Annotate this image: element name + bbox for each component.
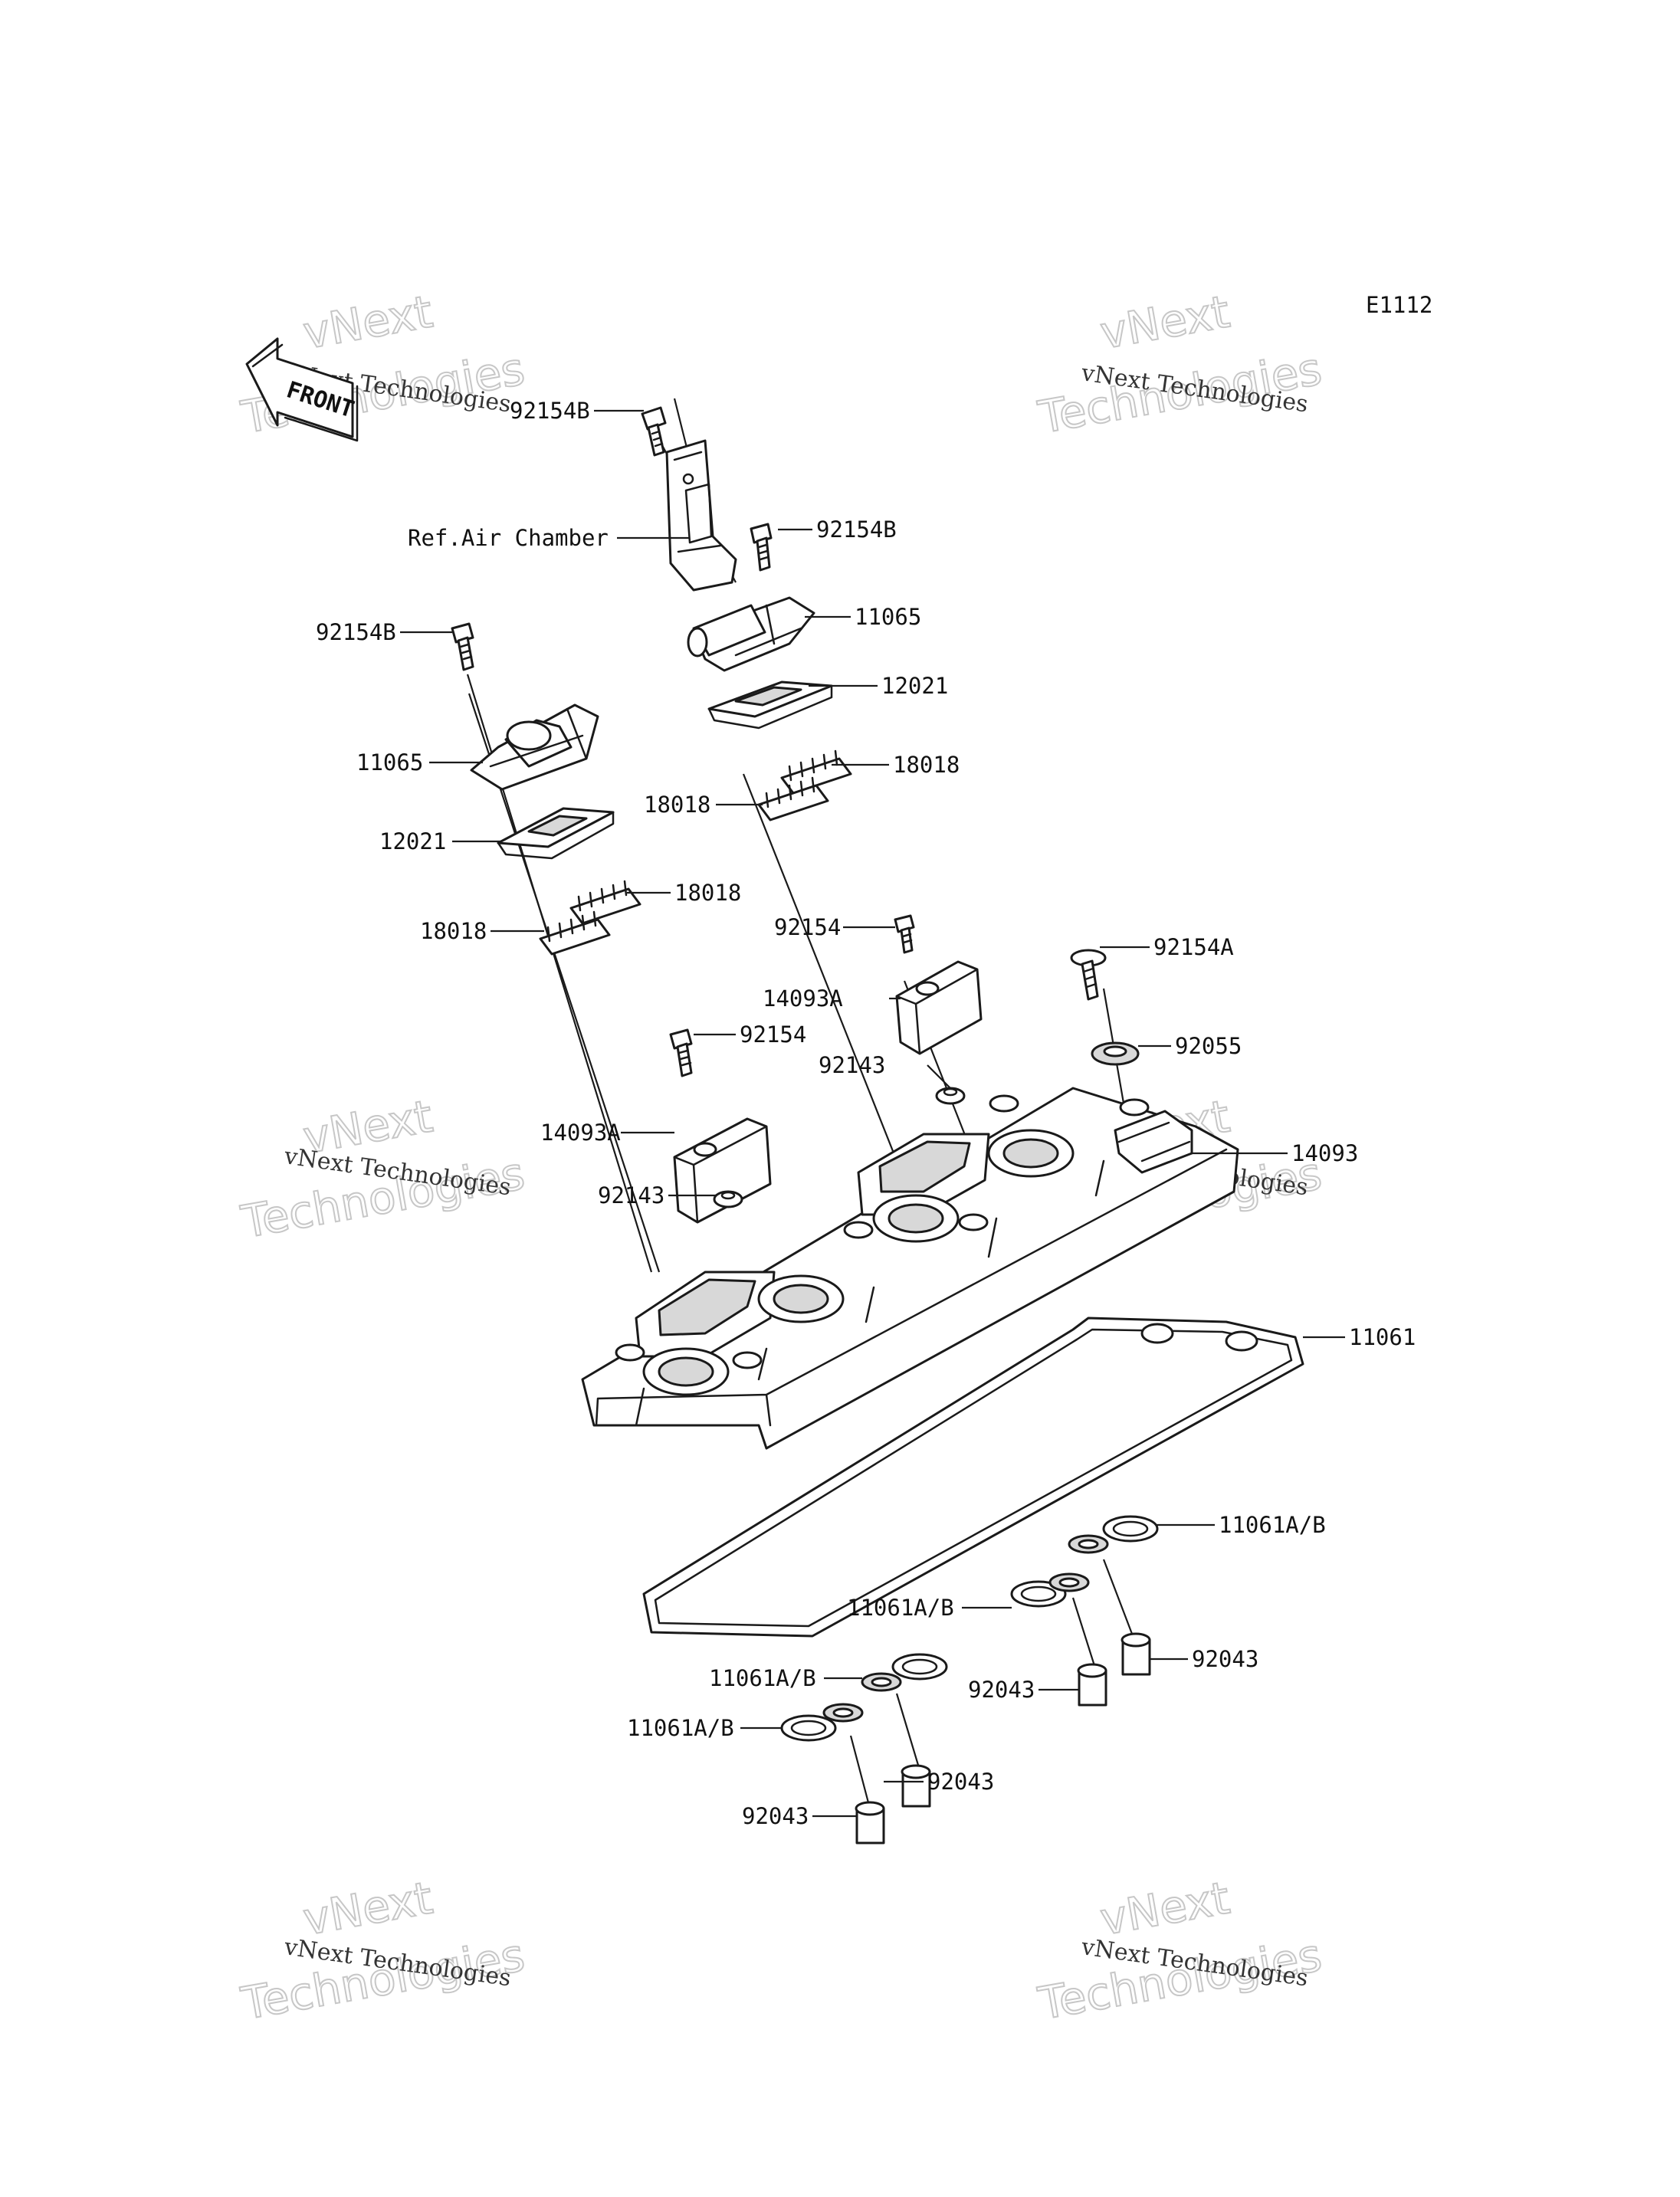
reed-cover-11065-left: [470, 703, 599, 791]
seal-11061AB-4: [780, 1703, 864, 1742]
callout-92154A: 92154A: [1153, 934, 1234, 960]
watermark-bottom-left: vNext Technologies vNext Technologies: [237, 1871, 530, 2031]
callout-11061AB-1: 11061A/B: [1219, 1512, 1326, 1538]
callout-11061: 11061: [1349, 1324, 1416, 1350]
reed-cover-11065-right: [687, 596, 815, 672]
callout-92043-4: 92043: [742, 1803, 809, 1829]
callout-12021-left: 12021: [379, 828, 446, 854]
grommet-92143-right: [935, 1087, 966, 1105]
bolt-92154B-mid: [750, 523, 773, 572]
washer-92055: [1091, 1041, 1140, 1066]
seal-11061AB-2: [1010, 1572, 1090, 1608]
diagram-code: E1112: [1366, 292, 1432, 318]
callout-11065-left: 11065: [356, 749, 423, 776]
watermark-top-right: vNext Technologies vNext Technologies: [1034, 284, 1327, 444]
head-cover-gasket-11061: [642, 1317, 1304, 1638]
callout-11061AB-2: 11061A/B: [847, 1595, 954, 1621]
watermark-big-line1: vNext: [300, 285, 437, 359]
callout-92043-3: 92043: [927, 1769, 994, 1795]
bolt-92154B-top: [641, 406, 667, 457]
bolt-92154B-left: [451, 622, 474, 671]
cap-14093A-right: [895, 960, 983, 1055]
callout-92154-right: 92154: [774, 914, 841, 940]
callout-92143-right: 92143: [819, 1052, 885, 1078]
callout-92043-2: 92043: [968, 1677, 1035, 1703]
callout-11065-right: 11065: [855, 604, 921, 630]
front-arrow-icon: FRONT: [245, 337, 359, 442]
gasket-12021-left: [497, 807, 615, 860]
callout-ref-air-chamber: Ref.Air Chamber: [408, 525, 609, 551]
callout-18018-right-upper: 18018: [893, 752, 960, 778]
seal-11061AB-3: [861, 1653, 948, 1692]
dowel-92043-2: [1077, 1663, 1107, 1707]
callout-11061AB-3: 11061A/B: [709, 1665, 816, 1691]
bolt-92154A: [1070, 949, 1107, 1001]
callout-14093A-left: 14093A: [540, 1120, 621, 1146]
watermark-bottom-right: vNext Technologies vNext Technologies: [1034, 1871, 1327, 2031]
callout-92043-1: 92043: [1192, 1646, 1258, 1672]
callout-92154B-left: 92154B: [316, 619, 396, 645]
callout-18018-left-upper: 18018: [674, 880, 741, 906]
watermark-mid-left: vNext Technologies vNext Technologies: [237, 1089, 530, 1249]
dowel-92043-1: [1121, 1632, 1151, 1676]
callout-92143-left: 92143: [598, 1182, 664, 1208]
gasket-12021-right: [707, 680, 833, 730]
callout-leaders: [400, 409, 1345, 1818]
callout-12021-right: 12021: [881, 673, 948, 699]
dowel-92043-4: [855, 1801, 885, 1844]
callout-92055: 92055: [1175, 1033, 1242, 1059]
callout-14093A-right: 14093A: [763, 985, 843, 1012]
cylinder-head-cover: [581, 1087, 1239, 1450]
callout-92154B-top: 92154B: [510, 398, 590, 424]
air-chamber-bracket: [665, 439, 737, 592]
callout-14093: 14093: [1291, 1140, 1358, 1166]
seal-11061AB-1: [1068, 1515, 1159, 1554]
grommet-92143-left: [713, 1190, 743, 1208]
watermark-big-line1: vNext: [1097, 1871, 1234, 1945]
callout-92154-left: 92154: [740, 1021, 806, 1048]
dowel-92043-3: [901, 1764, 931, 1808]
watermark-big-line1: vNext: [1097, 285, 1234, 359]
callout-18018-right-lower: 18018: [644, 792, 710, 818]
callout-11061AB-4: 11061A/B: [627, 1715, 734, 1741]
cap-14093A-left: [673, 1117, 772, 1224]
callout-18018-left-lower: 18018: [420, 918, 487, 944]
bolt-92154-left: [669, 1028, 693, 1077]
reed-valve-18018-right: [757, 749, 852, 821]
callout-92154B-mid: 92154B: [816, 516, 897, 543]
reed-valve-18018-left: [539, 880, 641, 956]
bolt-92154-right: [894, 914, 915, 954]
watermark-big-line1: vNext: [300, 1871, 437, 1945]
